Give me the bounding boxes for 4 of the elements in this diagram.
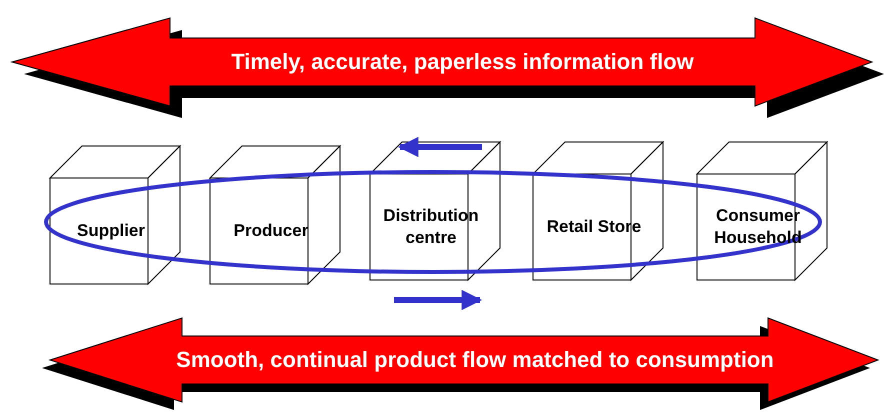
banner-text: Timely, accurate, paperless information flow [231,49,694,75]
cube-label: Supplier [76,220,145,242]
banner-text: Smooth, continual product flow matched to consumption [176,347,774,373]
cube-label: Producer [234,220,308,242]
